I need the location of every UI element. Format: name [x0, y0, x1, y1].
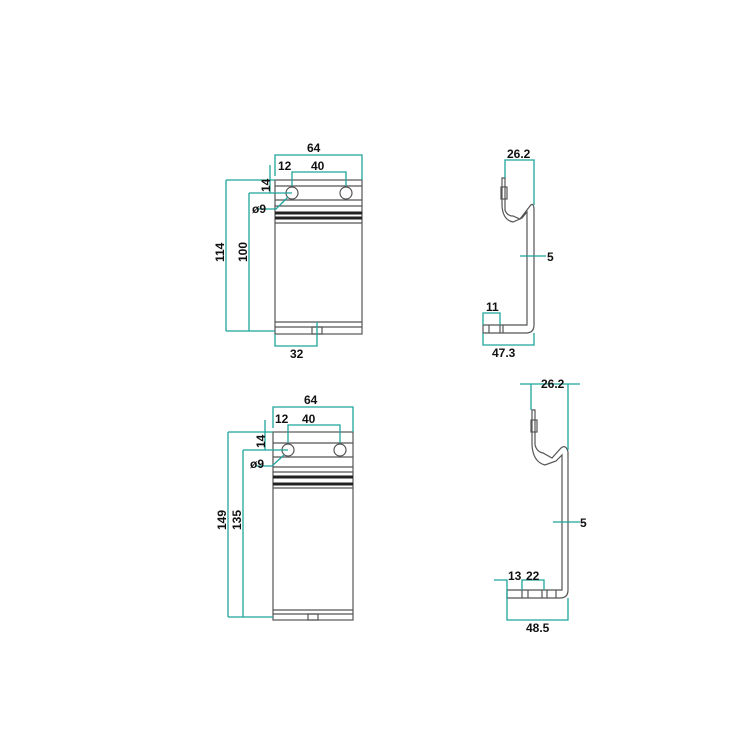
dim-height-hole: 100	[236, 242, 250, 262]
dim-foot-length: 48.5	[526, 621, 550, 635]
dim-hole-offset: 12	[278, 159, 292, 173]
dim-slot-offset: 32	[290, 347, 304, 361]
dim-depth: 26.2	[541, 377, 565, 391]
side-view-1: 26.2 5 11 47.3	[482, 147, 554, 360]
dim-height-total: 114	[213, 242, 227, 262]
dim-width: 64	[304, 393, 318, 407]
dim-hole-diameter: ø9	[250, 457, 264, 471]
dim-depth: 26.2	[507, 147, 531, 161]
dim-height-total: 149	[215, 510, 229, 530]
front-view-2: 64 12 40 14 ø9 149 135	[215, 393, 354, 621]
side-view-2: 26.2 5 13 22 48.5	[494, 377, 587, 635]
dim-hole-top: 14	[259, 178, 273, 192]
dim-foot-length: 47.3	[492, 346, 516, 360]
dim-foot-slot: 22	[526, 569, 540, 583]
dim-hole-spacing: 40	[302, 412, 316, 426]
dim-height-hole: 135	[230, 510, 244, 530]
mounting-hole	[333, 443, 347, 457]
dim-hole-top: 14	[254, 434, 268, 448]
dim-hole-offset: 12	[275, 412, 289, 426]
dim-hole-spacing: 40	[311, 159, 325, 173]
mounting-hole	[339, 186, 353, 200]
dim-foot-slot: 11	[486, 300, 499, 314]
dim-thickness: 5	[580, 516, 587, 530]
dim-width: 64	[307, 141, 321, 155]
dim-thickness: 5	[547, 250, 554, 264]
front-view-1: 64 12 40 14 ø9 114 100 32	[213, 141, 363, 361]
dim-foot-offset: 13	[508, 569, 522, 583]
dim-hole-diameter: ø9	[252, 202, 266, 216]
